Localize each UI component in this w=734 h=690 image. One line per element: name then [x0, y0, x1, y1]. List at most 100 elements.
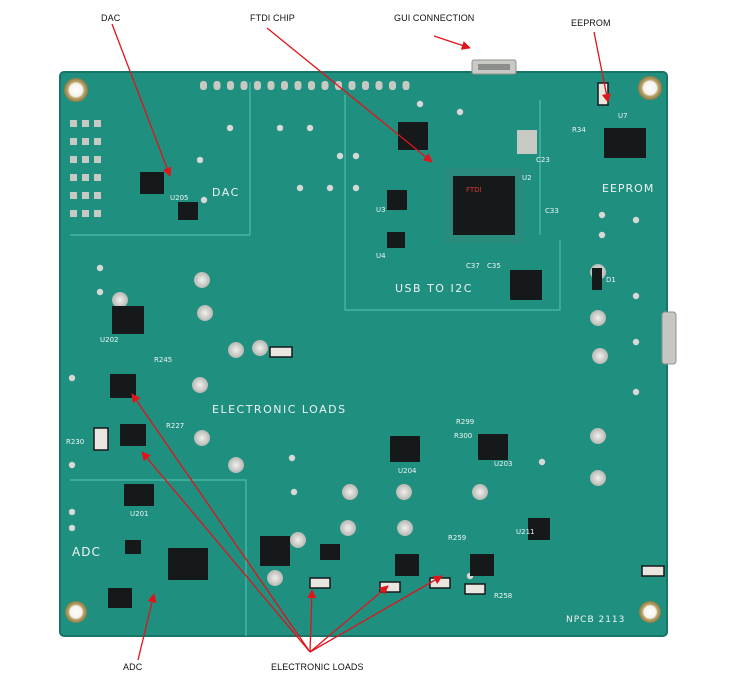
silk-c37: C37: [466, 262, 480, 270]
large-via: [197, 305, 213, 321]
silk-board-id: NPCB 2113: [566, 615, 625, 625]
connector-pad: [82, 138, 89, 145]
small-via: [276, 124, 284, 132]
chip-u202: [112, 306, 144, 334]
silk-r245: R245: [154, 356, 172, 364]
large-via: [228, 342, 244, 358]
header-pin: [227, 81, 234, 90]
connector-pad: [70, 120, 77, 127]
chip-u7: [604, 128, 646, 158]
small-via: [336, 152, 344, 160]
large-via: [592, 348, 608, 364]
chip-u3: [387, 190, 407, 210]
connector-pad: [70, 174, 77, 181]
callout-gui-connection: GUI CONNECTION: [394, 13, 475, 23]
small-via: [456, 108, 464, 116]
silk-u203: U203: [494, 460, 512, 468]
chip-u203: [478, 434, 508, 460]
large-via: [396, 484, 412, 500]
header-pin: [375, 81, 383, 90]
pcb-board: [59, 71, 668, 637]
header-pin: [200, 81, 207, 90]
chip-q1: [395, 554, 419, 576]
connector-pad: [94, 138, 101, 145]
large-via: [112, 292, 128, 308]
header-pin: [294, 81, 302, 90]
small-via: [196, 156, 204, 164]
silk-d1: D1: [606, 276, 616, 284]
small-via: [538, 458, 546, 466]
small-via: [68, 508, 76, 516]
small-via: [96, 288, 104, 296]
small-via: [290, 488, 298, 496]
side-connector: [661, 311, 677, 365]
silkscreen-outlines: [70, 82, 561, 636]
header-pin: [213, 81, 221, 90]
connector-pad: [70, 138, 77, 145]
header-pin: [402, 81, 410, 90]
header-pin: [240, 81, 248, 90]
connector-pad: [70, 210, 77, 217]
small-via: [68, 524, 76, 532]
small-via: [296, 184, 304, 192]
chip-u-top: [398, 122, 428, 150]
silk-c23: C23: [536, 156, 550, 164]
large-via: [194, 430, 210, 446]
silk-eeprom: EEPROM: [602, 182, 654, 195]
silk-r258: R258: [494, 592, 512, 600]
silk-u7: U7: [618, 112, 628, 120]
chip-u211: [528, 518, 550, 540]
silk-u202: U202: [100, 336, 118, 344]
silk-r299: R299: [456, 418, 474, 426]
small-via: [306, 124, 314, 132]
chip-usb-i2c: [510, 270, 542, 300]
large-via: [290, 532, 306, 548]
header-pin: [362, 81, 369, 90]
small-via: [632, 216, 640, 224]
small-via: [288, 454, 296, 462]
header-pin: [389, 81, 396, 90]
header-pin: [308, 81, 315, 90]
mounting-hole: [639, 601, 661, 623]
silk-dac: DAC: [212, 186, 240, 199]
chip-q3: [320, 544, 340, 560]
silk-u3: U3: [376, 206, 386, 214]
large-via: [342, 484, 358, 500]
small-via: [632, 292, 640, 300]
connector-pad: [94, 120, 101, 127]
chip-u204: [390, 436, 420, 462]
large-via: [590, 310, 606, 326]
silk-u2: U2: [522, 174, 532, 182]
header-pin: [321, 81, 329, 90]
connector-pad: [82, 174, 89, 181]
connector-pad: [70, 192, 77, 199]
small-via: [632, 338, 640, 346]
large-via: [228, 457, 244, 473]
small-via: [96, 264, 104, 272]
callout-electronic-loads: ELECTRONIC LOADS: [271, 662, 364, 672]
large-via: [397, 520, 413, 536]
small-via: [598, 231, 606, 239]
large-via: [267, 570, 283, 586]
small-via: [68, 461, 76, 469]
silk-r300: R300: [454, 432, 472, 440]
header-pin: [267, 81, 275, 90]
small-via: [416, 100, 424, 108]
silk-r259: R259: [448, 534, 466, 542]
silk-u204: U204: [398, 467, 417, 475]
chip-load-2: [120, 424, 146, 446]
silk-u201: U201: [130, 510, 148, 518]
small-via: [598, 211, 606, 219]
mounting-hole: [65, 601, 87, 623]
silk-u4: U4: [376, 252, 386, 260]
small-via: [352, 184, 360, 192]
callout-adc: ADC: [123, 662, 143, 672]
header-pin: [254, 81, 261, 90]
silk-u211: U211: [516, 528, 534, 536]
header-pin: [281, 81, 288, 90]
chip-u200: [260, 536, 290, 566]
chip-u201: [124, 484, 154, 506]
connector-pad: [70, 156, 77, 163]
connector-pad: [94, 156, 101, 163]
silk-u205: U205: [170, 194, 188, 202]
